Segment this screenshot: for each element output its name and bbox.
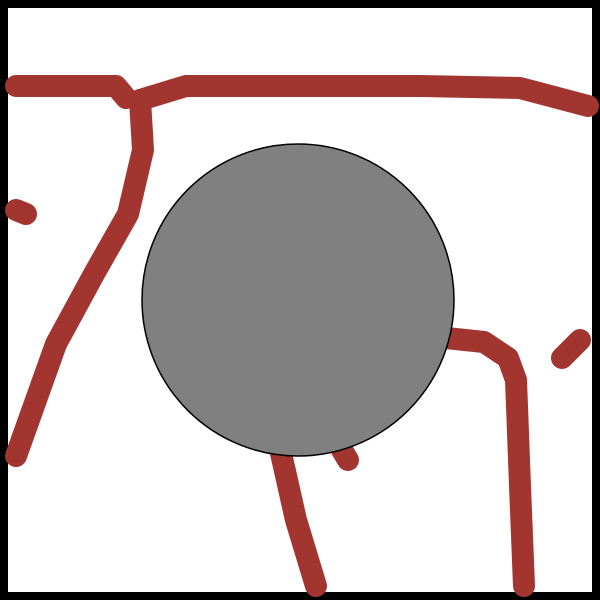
path-layer xyxy=(5,75,599,597)
circular-obstacle xyxy=(141,143,455,457)
path-lower-right xyxy=(435,327,535,597)
path-right-stub xyxy=(551,329,591,369)
path-left-stub xyxy=(5,199,37,225)
path-bottom-fragment xyxy=(331,439,359,471)
path-top-left-segment xyxy=(5,75,137,109)
path-left-diagonal xyxy=(5,89,154,467)
path-top-main xyxy=(129,75,599,117)
path-bottom-center xyxy=(267,429,327,597)
